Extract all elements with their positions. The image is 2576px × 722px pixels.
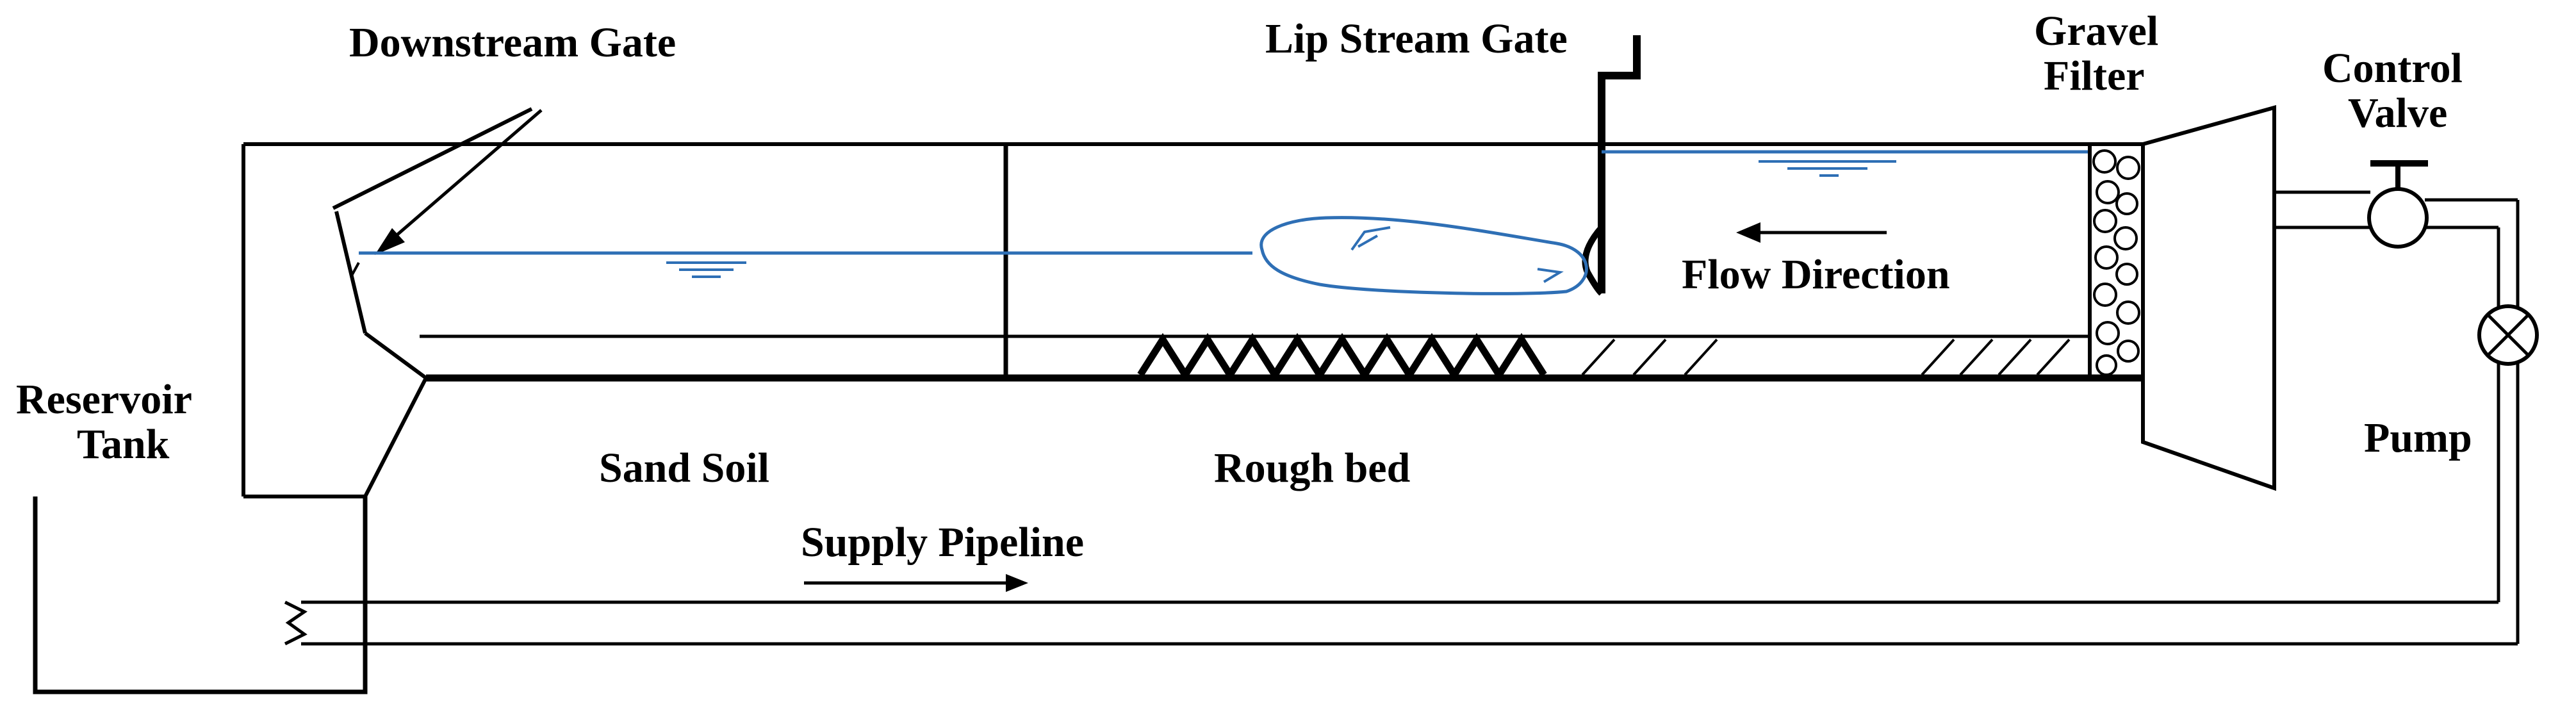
bed-hatch-right [1921,338,2071,376]
label-flow-direction: Flow Direction [1682,251,1950,298]
label-gravel-filter-2: Filter [2044,53,2145,99]
flow-direction-arrow [1736,222,1887,243]
label-downstream-gate: Downstream Gate [349,19,676,66]
label-lip-stream-gate: Lip Stream Gate [1265,15,1568,62]
pump [2477,304,2539,366]
water-surface-upstream [1602,150,2090,177]
supply-pipeline [284,600,2518,646]
flume-channel [242,142,2143,498]
label-reservoir-tank-2: Tank [77,421,170,468]
label-reservoir-tank-1: Reservoir [16,376,192,423]
rough-bed-elements [1137,332,1547,382]
downstream-gate [332,107,533,277]
label-control-valve-2: Valve [2348,90,2447,136]
label-gravel-filter-1: Gravel [2034,8,2158,54]
label-control-valve-1: Control [2322,45,2463,92]
label-supply-pipeline: Supply Pipeline [801,519,1084,566]
reservoir-tank [33,496,368,694]
gravel-filter [2088,142,2145,380]
lip-stream-gate [1582,35,1641,296]
label-pump: Pump [2364,414,2472,461]
flow-eddy [1259,216,1588,295]
bed-hatch-left [1581,338,1718,376]
supply-flow-arrow [804,574,1028,592]
water-surface-downstream [359,251,1252,278]
inlet-diffuser [2141,105,2276,491]
return-piping [2274,190,2520,644]
label-sand-soil: Sand Soil [599,445,769,491]
control-valve [2367,160,2429,249]
downstream-gate-pointer-arrow [375,109,543,255]
label-rough-bed: Rough bed [1214,445,1410,491]
